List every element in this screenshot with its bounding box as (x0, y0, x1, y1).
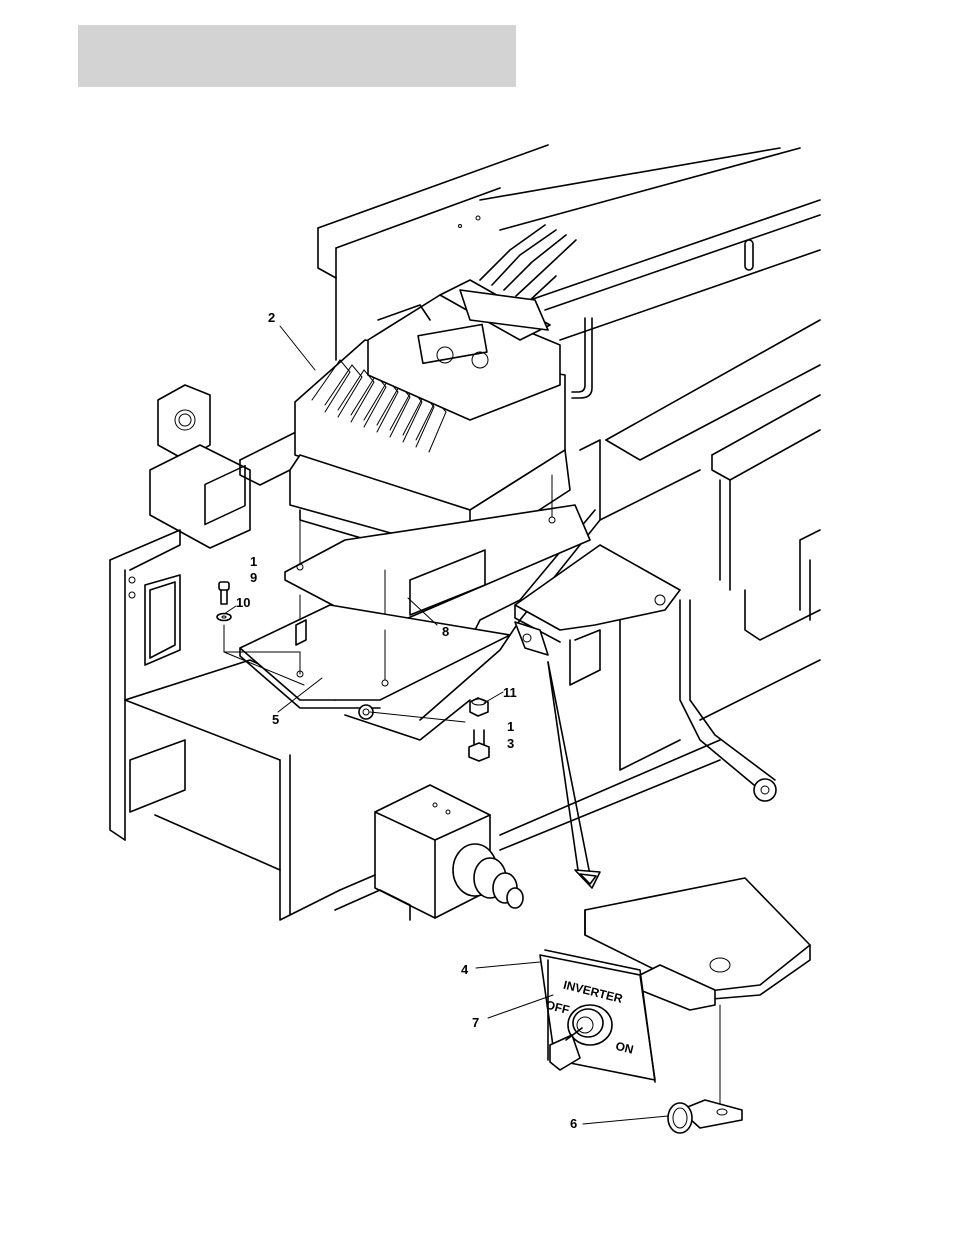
callout-8: 8 (442, 624, 449, 639)
screw-item-9 (219, 582, 229, 604)
callout-9: 9 (250, 570, 257, 585)
callout-2: 2 (268, 310, 275, 325)
callout-1-lower: 1 (507, 719, 514, 734)
callout-5: 5 (272, 712, 279, 727)
nut-item-11 (470, 698, 488, 716)
detail-clamp (668, 1005, 742, 1133)
callout-6: 6 (570, 1116, 577, 1131)
detail-switch-bracket (540, 878, 810, 1082)
right-frame (600, 320, 820, 801)
callout-4: 4 (461, 962, 469, 977)
callout-10: 10 (236, 595, 250, 610)
callout-7: 7 (472, 1015, 479, 1030)
switch-bracket-installed (515, 545, 680, 685)
callout-3: 3 (507, 736, 514, 751)
detail-arrow (548, 662, 600, 888)
cable-bundle (480, 225, 576, 302)
callout-1-upper: 1 (250, 554, 257, 569)
washer-item-10 (217, 614, 231, 621)
motor-housing (335, 740, 720, 920)
bolt-item-3 (469, 730, 489, 761)
callout-11: 11 (503, 685, 517, 700)
